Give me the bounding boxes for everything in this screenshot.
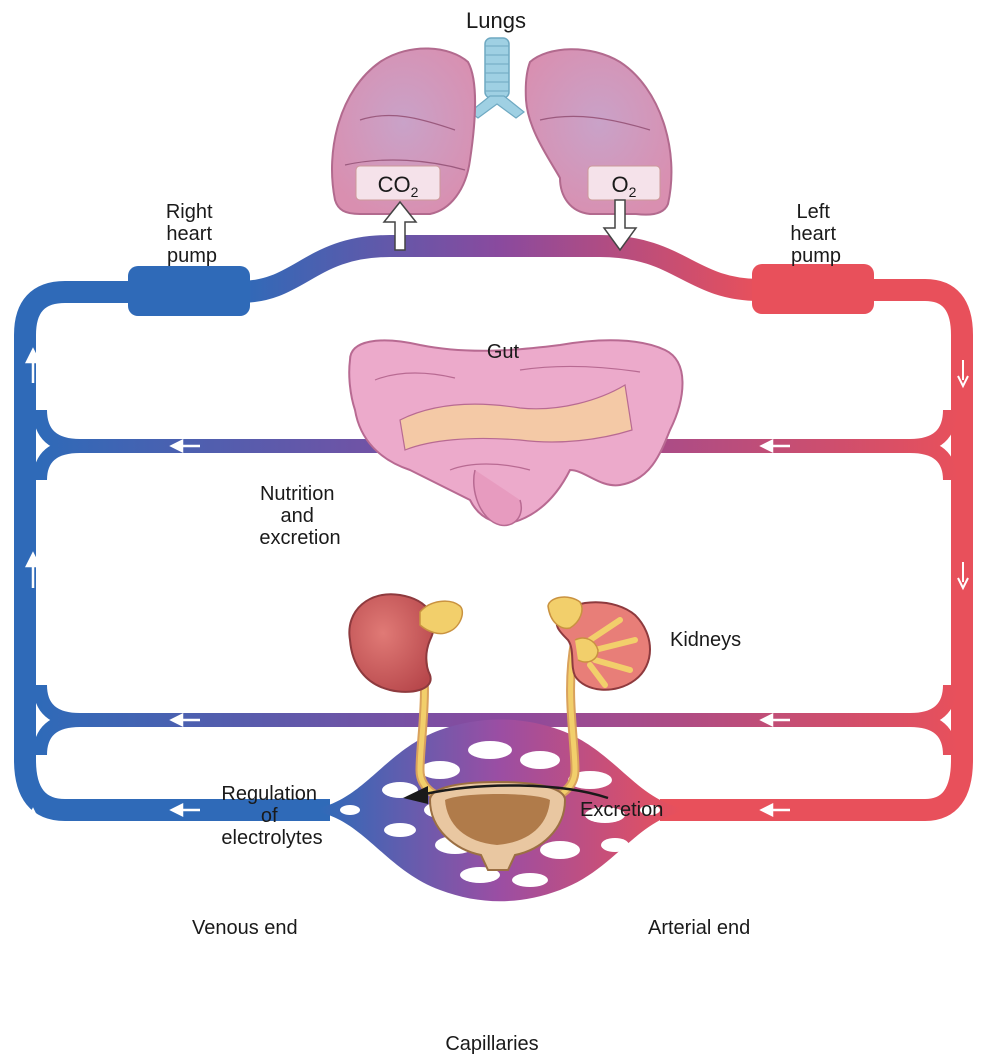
o2-main: O <box>612 172 629 197</box>
regulation-line: of <box>261 805 278 827</box>
right-heart-pump <box>128 266 250 316</box>
left-pump-line: pump <box>791 245 841 267</box>
gut-illustration <box>349 340 682 525</box>
co2-main: CO <box>378 172 411 197</box>
kidney-branch-vessel <box>40 685 950 720</box>
aorta-vessel <box>660 290 962 810</box>
down-arrow-icon <box>958 818 968 844</box>
kidneys-label: Kidneys <box>670 629 741 651</box>
up-arrow-icon <box>27 810 39 843</box>
o2-subscript: 2 <box>629 184 637 200</box>
arterial-end-label: Arterial end <box>648 917 750 939</box>
pulmonary-vessel <box>240 246 760 292</box>
excretion-label: Excretion <box>580 799 663 821</box>
lungs-label: Lungs <box>466 8 526 33</box>
venous-end-label: Venous end <box>192 917 298 939</box>
capillaries-label: Capillaries <box>445 1033 538 1055</box>
nutrition-line: Nutrition <box>260 483 334 505</box>
gut-label: Gut <box>487 341 520 363</box>
nutrition-line: and <box>281 505 314 527</box>
vena-cava-vessel <box>25 292 330 810</box>
right-pump-line: Right <box>166 201 213 223</box>
left-heart-pump <box>752 264 874 314</box>
left-pump-line: Left <box>797 201 831 223</box>
nutrition-label: Nutrition and excretion <box>259 483 340 549</box>
co2-subscript: 2 <box>411 184 419 200</box>
regulation-line: electrolytes <box>221 827 322 849</box>
right-pump-line: pump <box>167 245 217 267</box>
left-heart-pump-label: Left heart pump <box>790 201 841 267</box>
right-heart-pump-label: Right heart pump <box>166 201 218 267</box>
right-pump-line: heart <box>166 223 212 245</box>
nutrition-line: excretion <box>259 527 340 549</box>
left-pump-line: heart <box>790 223 836 245</box>
regulation-line: Regulation <box>221 783 317 805</box>
